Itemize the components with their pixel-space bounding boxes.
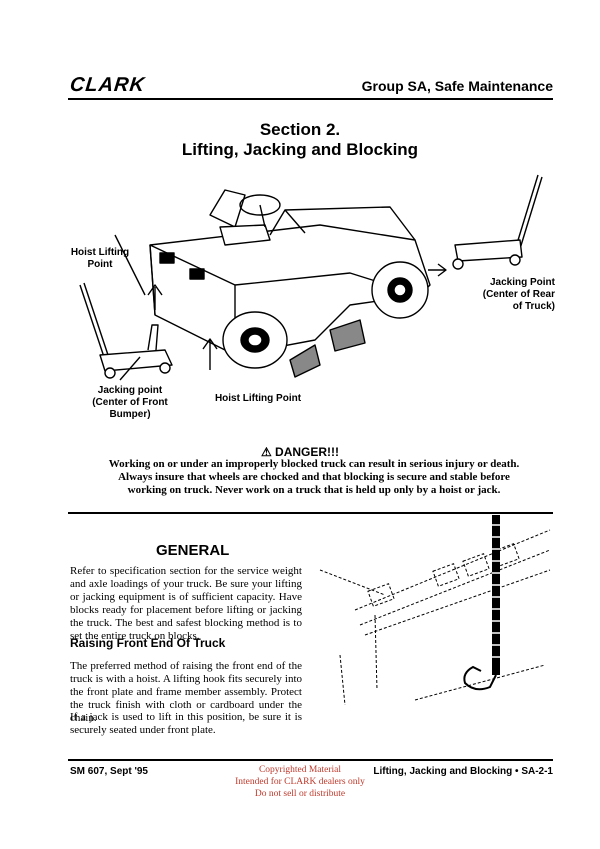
section-title: Section 2. <box>259 120 341 139</box>
footer-rule <box>68 759 553 761</box>
jack-paragraph: If a jack is used to lift in this positi… <box>70 711 302 736</box>
raising-paragraph: The preferred method of raising the fron… <box>70 660 302 724</box>
header-rule <box>68 98 553 100</box>
danger-text: Working on or under an improperly blocke… <box>108 458 520 496</box>
danger-label: DANGER!!! <box>275 445 340 459</box>
header-group-title: Group SA, Safe Maintenance <box>361 78 553 94</box>
callout-jacking-point-rear: Jacking Point (Center of Rear of Truck) <box>482 277 555 312</box>
general-heading: GENERAL <box>156 542 230 559</box>
raising-front-end-heading: Raising Front End Of Truck <box>70 636 226 650</box>
truck-drawing <box>79 174 543 381</box>
section-subtitle: Lifting, Jacking and Blocking <box>181 140 419 159</box>
callout-hoist-lifting-point-front: Hoist Lifting Point <box>70 247 130 270</box>
footer-doc-id: SM 607, Sept '95 <box>70 766 148 777</box>
section-divider <box>68 512 553 514</box>
general-paragraph: Refer to specification section for the s… <box>70 565 302 642</box>
lifting-jacking-illustration: Hoist Lifting Point Jacking Point (Cente… <box>60 165 560 440</box>
clark-logo: CLARK <box>68 74 147 96</box>
danger-heading: ⚠ DANGER!!! <box>0 445 600 459</box>
footer-page-ref: Lifting, Jacking and Blocking • SA-2-1 <box>373 766 553 777</box>
copyright-notice: Copyrighted Material Intended for CLARK … <box>235 765 365 799</box>
warning-icon: ⚠ <box>260 445 272 459</box>
lifting-hook-illustration <box>315 515 555 715</box>
hook-drawing <box>319 515 551 706</box>
callout-jacking-point-front: Jacking point (Center of Front Bumper) <box>92 385 168 420</box>
callout-hoist-lifting-point-bottom: Hoist Lifting Point <box>214 393 302 404</box>
